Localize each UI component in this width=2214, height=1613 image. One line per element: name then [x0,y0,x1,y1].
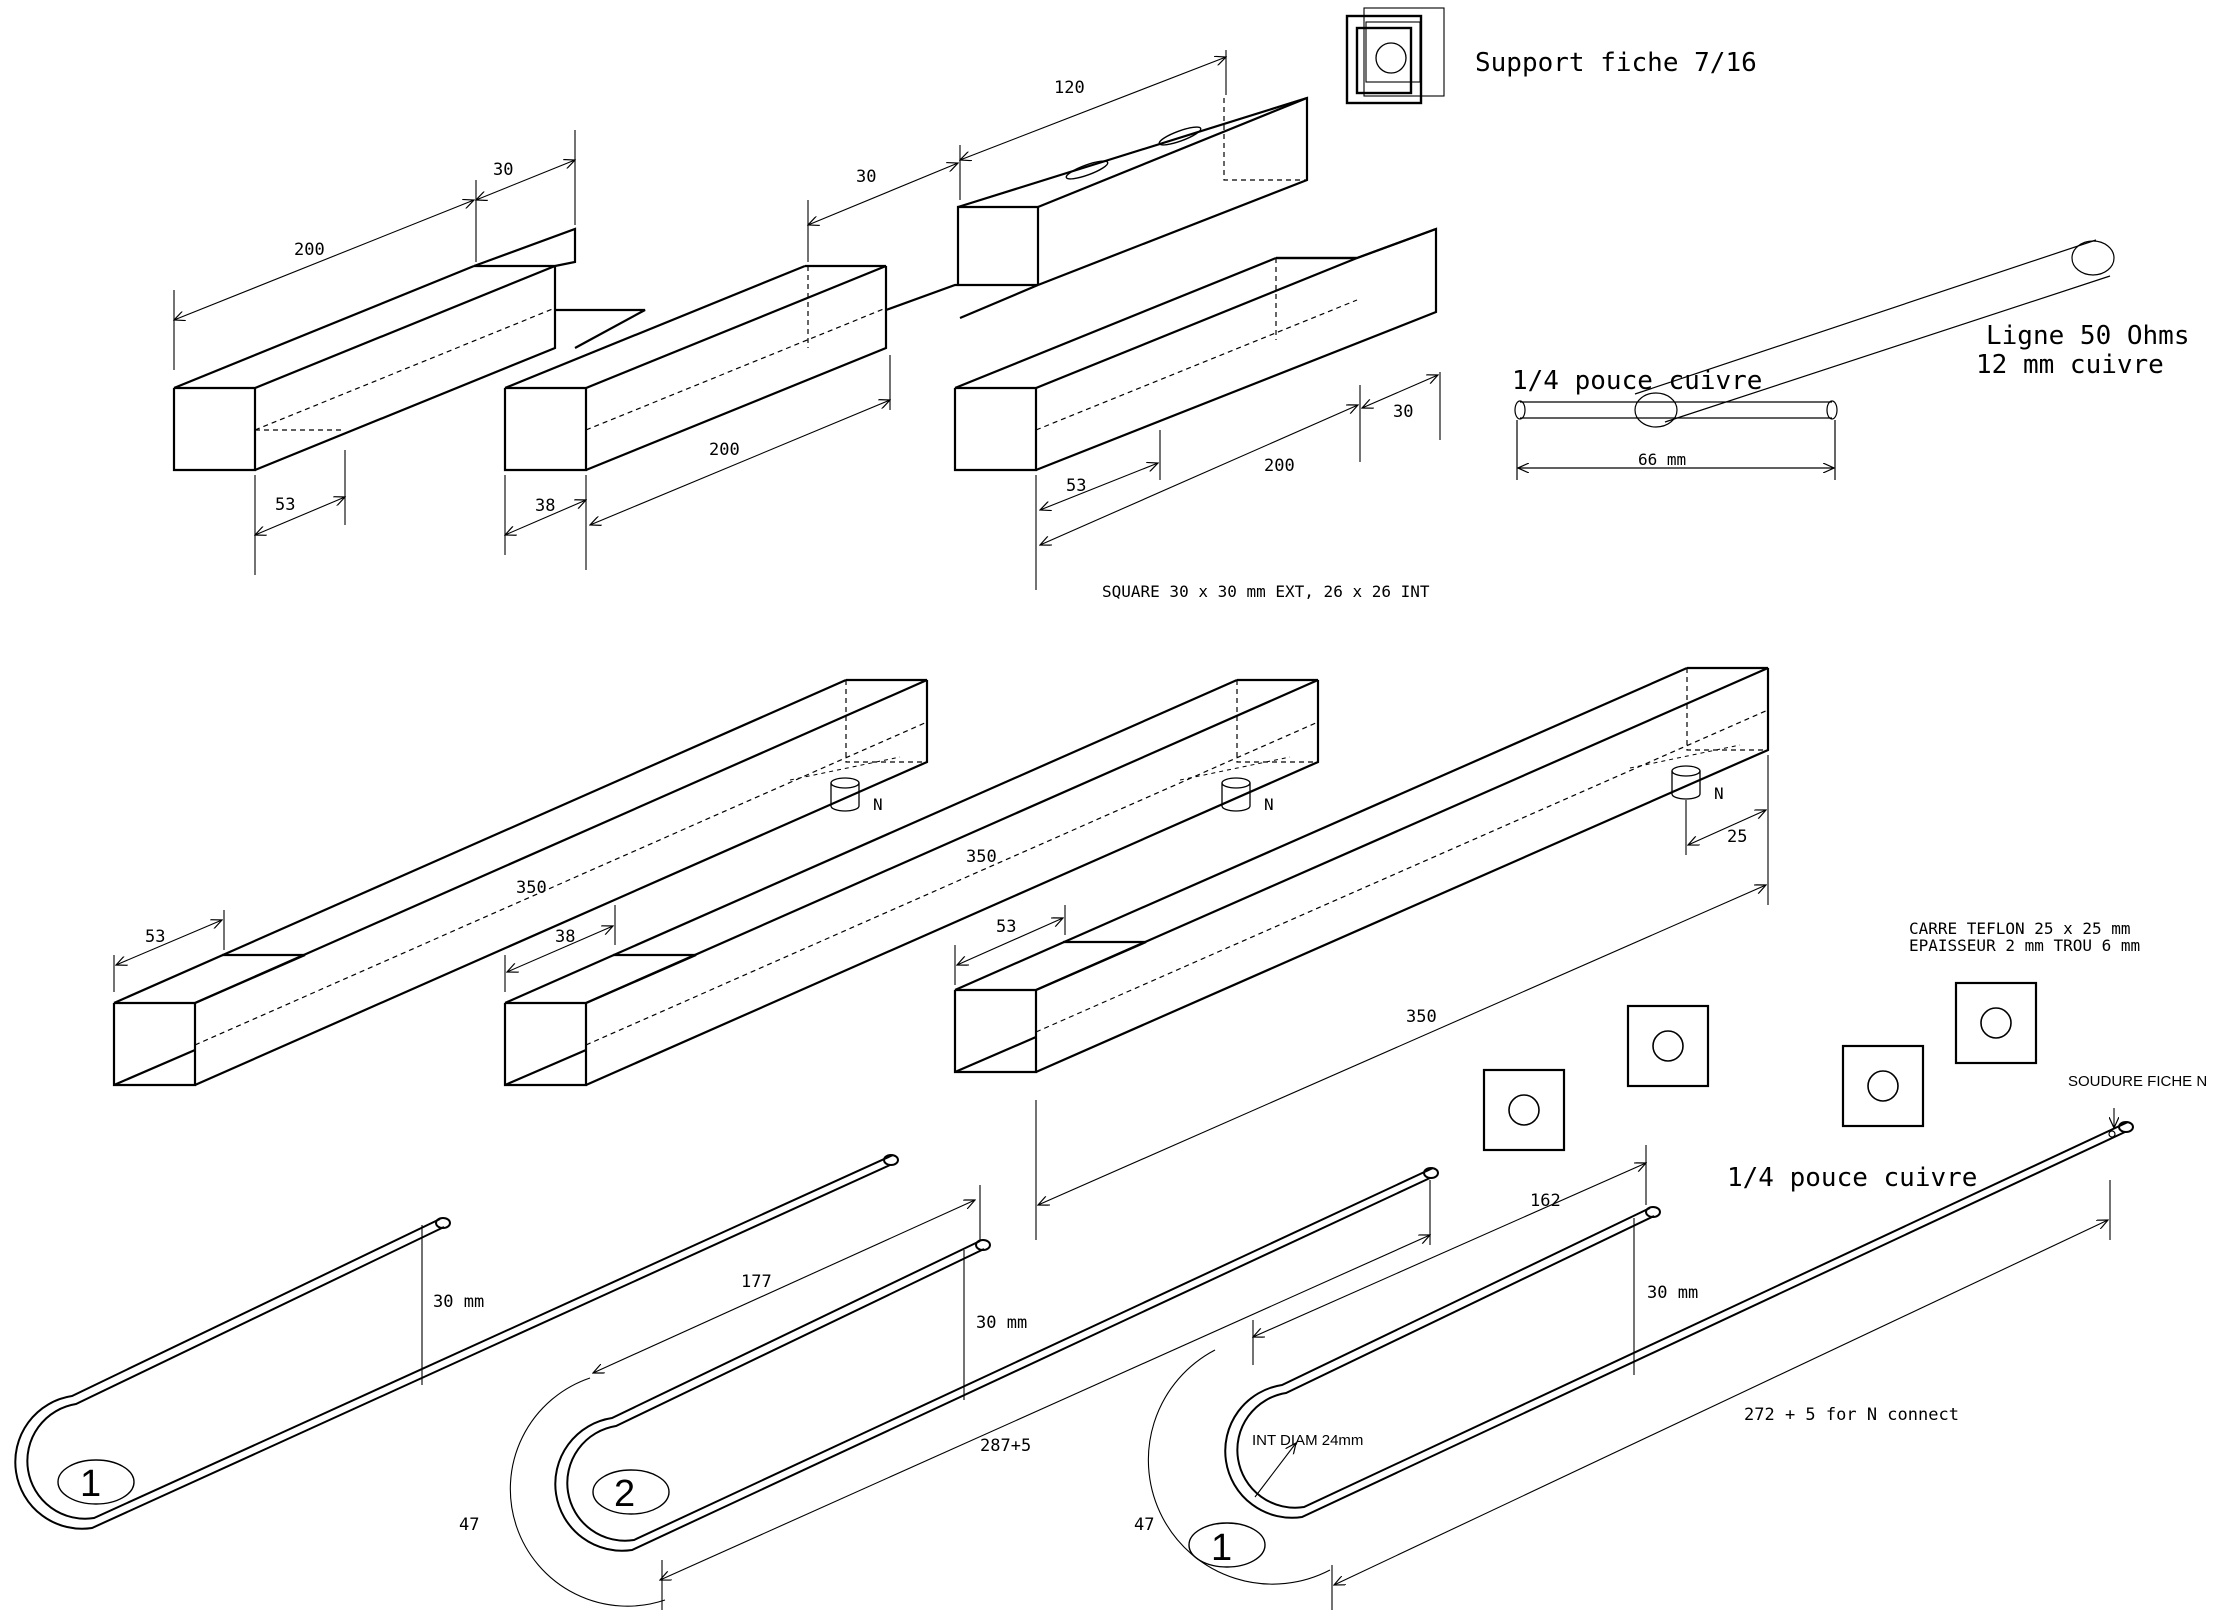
short-cavity-2 [503,96,1309,472]
dim-f-n: N [1714,784,1724,803]
dim-u2-30: 30 mm [976,1313,1027,1333]
dim-e-n: N [1264,795,1274,814]
dim-e-350: 350 [966,847,997,867]
teflon-note-1: CARRE TEFLON 25 x 25 mm [1909,919,2131,938]
top-dimension-lines [174,50,1441,590]
teflon-squares [1482,981,2038,1152]
short-cavity-1 [172,227,646,472]
dim-a-30: 30 [493,160,513,180]
teflon-note-2: EPAISSEUR 2 mm TROU 6 mm [1909,936,2140,955]
tube-length-label: 66 mm [1638,450,1686,469]
dim-a-53: 53 [275,495,295,515]
hairpin-loop-1 [14,1154,899,1530]
dim-u3-len: 272 + 5 for N connect [1744,1405,1959,1425]
loop-number-2: 2 [614,1473,635,1515]
dim-f-350: 350 [1406,1007,1437,1027]
dim-u2-len: 287+5 [980,1436,1031,1456]
long-cavity-3 [953,666,1770,1074]
dim-c-53: 53 [1066,476,1086,496]
labels: Support fiche 7/16 SQUARE 30 x 30 mm EXT… [80,48,2207,1569]
loop-number-1: 1 [80,1463,101,1505]
dim-b-200: 200 [709,440,740,460]
dim-u2-47: 47 [459,1515,479,1535]
support-fiche-icon [1345,7,1445,105]
dim-b-30: 30 [856,167,876,187]
hairpin-loop-2 [509,1167,1439,1610]
long-cavity-2 [503,678,1320,1087]
dim-d-350: 350 [516,878,547,898]
middle-dimension-lines [113,755,1769,1240]
dim-c-30: 30 [1393,402,1413,422]
square-note: SQUARE 30 x 30 mm EXT, 26 x 26 INT [1102,582,1430,601]
dim-u1-30: 30 mm [433,1292,484,1312]
copper-tube-label-bottom: 1/4 pouce cuivre [1727,1163,1977,1193]
dim-b-120: 120 [1054,78,1085,98]
dim-d-n: N [873,795,883,814]
short-cavity-3 [953,227,1438,472]
line-label-1: Ligne 50 Ohms [1986,321,2190,351]
int-diam-label: INT DIAM 24mm [1252,1432,1363,1449]
dim-u2-177: 177 [741,1272,772,1292]
dim-e-38: 38 [555,927,575,947]
dim-u3-162: 162 [1530,1191,1561,1211]
coax-line-drawing [1514,239,2115,480]
long-cavity-1 [112,678,929,1087]
copper-tube-label-top: 1/4 pouce cuivre [1512,366,1762,396]
dim-b-38: 38 [535,496,555,516]
dim-d-53: 53 [145,927,165,947]
dim-u3-47: 47 [1134,1515,1154,1535]
dim-a-200: 200 [294,240,325,260]
dim-f-25: 25 [1727,827,1747,847]
hairpin-loop-3 [1147,1108,2134,1610]
support-fiche-label: Support fiche 7/16 [1475,48,1757,78]
dim-c-200: 200 [1264,456,1295,476]
line-label-2: 12 mm cuivre [1976,350,2164,380]
dim-f-53: 53 [996,917,1016,937]
loop-number-3: 1 [1211,1527,1232,1569]
solder-label: SOUDURE FICHE N [2068,1073,2207,1090]
dim-u3-30: 30 mm [1647,1283,1698,1303]
